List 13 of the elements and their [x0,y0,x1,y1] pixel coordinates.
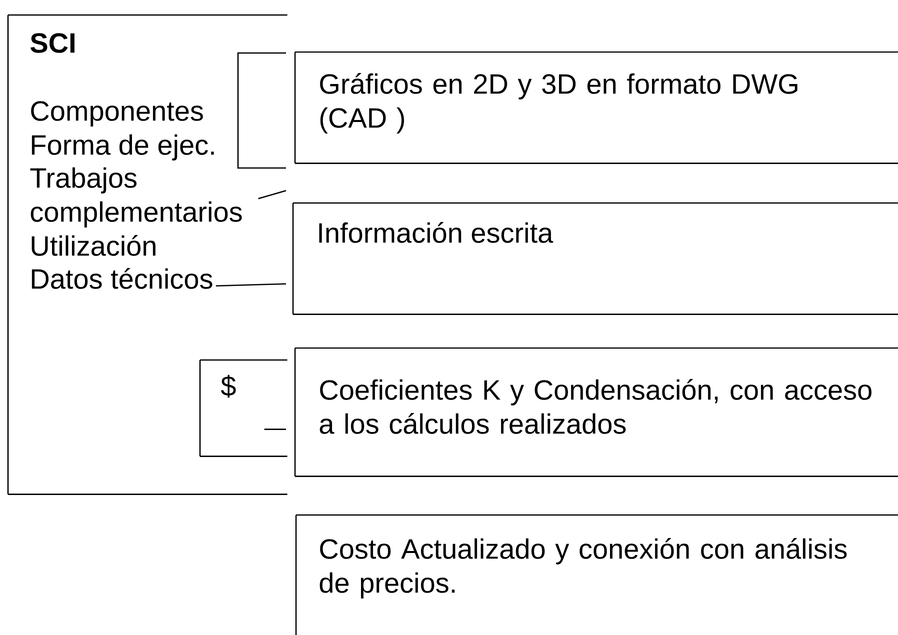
list-item: Forma de ejec. [32,134,214,160]
list-item: Trabajos complementarios [30,167,242,228]
text-box: Costo Actualizado y conexión con análisis de precios. [295,514,898,635]
list-item: Utilización [32,235,156,256]
text-box: Coeficientes K y Condensación, con acceso a los cálculos realizados [294,347,898,477]
small-box: $ [199,359,288,457]
list-item: Componentes [31,101,203,126]
text-box: Gráficos en 2D y 3D en formato DWG (CAD ) [294,51,898,164]
leader-line [264,428,286,430]
text-box: Información escrita [292,202,898,315]
list-item: Datos técnicos [32,268,212,289]
leader-line [216,283,286,286]
leader-line [258,190,286,200]
